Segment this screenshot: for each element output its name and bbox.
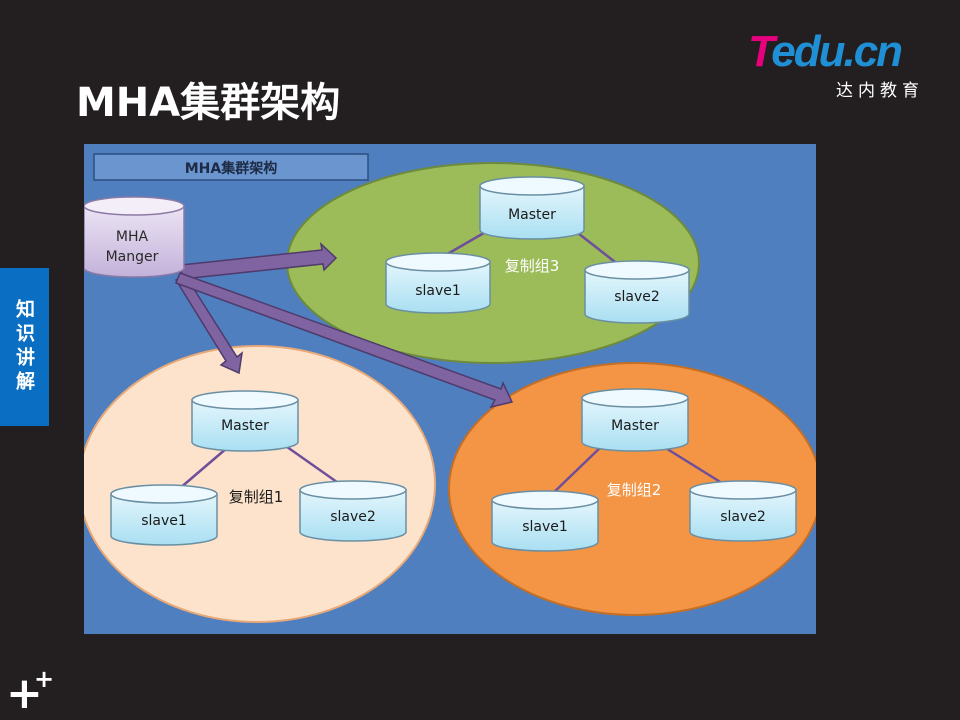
g2-master-slave2-line	[663, 445, 731, 490]
group2-master-label: Master	[611, 418, 659, 434]
group3-slave1-label: slave1	[415, 283, 461, 299]
mha-architecture-diagram: MHA集群架构 MHA Manger	[84, 144, 816, 634]
group2-slave1-label: slave1	[522, 519, 568, 535]
group1-ellipse	[84, 345, 436, 623]
group1-master-label: Master	[221, 418, 269, 434]
group1-slave2-label: slave2	[330, 509, 376, 525]
group2-slave1-cylinder: slave1	[491, 490, 599, 552]
group3-master-label: Master	[508, 207, 556, 223]
manager-arrows	[174, 241, 514, 409]
group1-master-cylinder: Master	[191, 390, 299, 452]
logo-wordmark-rest: edu.cn	[771, 27, 903, 76]
group3-label: 复制组3	[505, 257, 560, 275]
logo-wordmark-first: T	[748, 27, 773, 76]
diagram-svg: MHA集群架构 MHA Manger	[84, 144, 816, 634]
page-title: MHA集群架构	[76, 80, 341, 126]
tedu-logo: Tedu.cn 达内教育	[748, 27, 938, 102]
group2-ellipse	[448, 362, 816, 616]
plus-icon: ++	[6, 665, 55, 719]
group2-slave2-cylinder: slave2	[689, 480, 797, 542]
g3-master-slave1-line	[443, 228, 490, 258]
arrow-to-group3	[180, 241, 338, 280]
mha-manager-cylinder: MHA Manger	[84, 196, 185, 278]
g1-master-slave2-line	[279, 440, 345, 489]
group1-slave1-label: slave1	[141, 513, 187, 529]
group2-label: 复制组2	[607, 481, 662, 499]
side-tab-knowledge: 知识讲解	[0, 268, 49, 426]
group1-label: 复制组1	[229, 488, 284, 506]
inner-title-box	[93, 153, 369, 181]
logo-wordmark: Tedu.cn	[748, 27, 903, 76]
group3-master-cylinder: Master	[479, 176, 585, 240]
group3-slave1-cylinder: slave1	[385, 252, 491, 314]
group1-slave1-cylinder: slave1	[110, 484, 218, 546]
group2-slave2-label: slave2	[720, 509, 766, 525]
group3-slave2-label: slave2	[614, 289, 660, 305]
group3-slave2-cylinder: slave2	[584, 260, 690, 324]
manager-label-line2: Manger	[106, 249, 159, 265]
g2-master-slave1-line	[549, 443, 605, 497]
inner-title: MHA集群架构	[185, 160, 277, 177]
group2-master-cylinder: Master	[581, 388, 689, 452]
group1-slave2-cylinder: slave2	[299, 480, 407, 542]
arrow-to-group2	[175, 272, 514, 409]
logo-subtitle: 达内教育	[836, 81, 924, 101]
manager-label-line1: MHA	[116, 229, 149, 245]
